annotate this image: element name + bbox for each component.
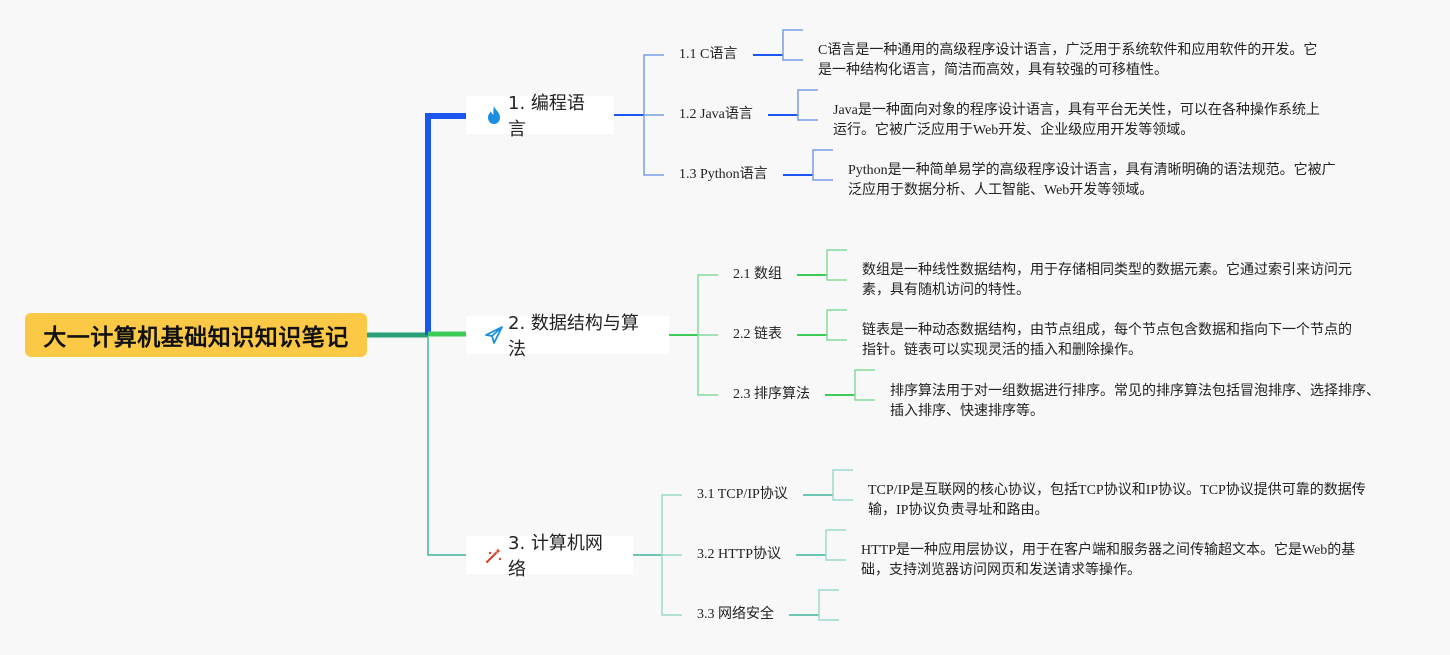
note-line: 泛应用于数据分析、人工智能、Web开发等领域。: [848, 183, 1154, 198]
topic-node-programming-languages[interactable]: 1. 编程语言: [466, 93, 614, 140]
note-text: C语言是一种通用的高级程序设计语言，广泛用于系统软件和应用软件的开发。它 是一种…: [818, 41, 1317, 81]
note-text: TCP/IP是互联网的核心协议，包括TCP协议和IP协议。TCP协议提供可靠的数…: [868, 481, 1366, 521]
subtopic-node[interactable]: 2.1 数组: [733, 265, 782, 285]
subtopic-node[interactable]: 2.2 链表: [733, 325, 782, 345]
subtree-lines-topic-2: [669, 249, 875, 401]
subtopic-node[interactable]: 1.2 Java语言: [679, 105, 753, 125]
topic-label: 3. 计算机网络: [508, 533, 603, 580]
note-line: 运行。它被广泛应用于Web开发、企业级应用开发等领域。: [833, 123, 1195, 138]
subtopic-label: 1.2 Java语言: [679, 107, 753, 122]
note-line: C语言是一种通用的高级程序设计语言，广泛用于系统软件和应用软件的开发。它: [818, 43, 1318, 58]
magic-wand-icon: [484, 545, 504, 565]
note-line: 础，支持浏览器访问网页和发送请求等操作。: [861, 563, 1141, 578]
subtopic-node[interactable]: 1.1 C语言: [679, 45, 737, 65]
subtopic-node[interactable]: 3.3 网络安全: [697, 605, 774, 625]
note-line: TCP/IP是互联网的核心协议，包括TCP协议和IP协议。TCP协议提供可靠的数…: [868, 483, 1366, 498]
note-line: Python是一种简单易学的高级程序设计语言，具有清晰明确的语法规范。它被广: [848, 163, 1336, 178]
note-line: 排序算法用于对一组数据进行排序。常见的排序算法包括冒泡排序、选择排序、: [890, 384, 1380, 399]
note-text: 排序算法用于对一组数据进行排序。常见的排序算法包括冒泡排序、选择排序、 插入排序…: [890, 382, 1380, 422]
subtopic-node[interactable]: 3.1 TCP/IP协议: [697, 485, 788, 505]
note-line: 插入排序、快速排序等。: [890, 404, 1044, 419]
root-title: 大一计算机基础知识知识笔记: [43, 325, 349, 351]
note-line: 素，具有随机访问的特性。: [862, 283, 1030, 298]
subtopic-label: 3.1 TCP/IP协议: [697, 487, 788, 502]
note-line: 链表是一种动态数据结构，由节点组成，每个节点包含数据和指向下一个节点的: [862, 323, 1352, 338]
note-text: 数组是一种线性数据结构，用于存储相同类型的数据元素。它通过索引来访问元 素，具有…: [862, 261, 1352, 301]
subtree-lines-topic-1: [614, 29, 833, 181]
subtopic-label: 2.2 链表: [733, 327, 782, 342]
note-line: 输，IP协议负责寻址和路由。: [868, 503, 1049, 518]
subtree-lines-topic-3: [633, 469, 853, 621]
note-text: Python是一种简单易学的高级程序设计语言，具有清晰明确的语法规范。它被广 泛…: [848, 161, 1336, 201]
subtopic-label: 2.1 数组: [733, 267, 782, 282]
subtopic-node[interactable]: 1.3 Python语言: [679, 165, 768, 185]
note-line: 是一种结构化语言，简洁而高效，具有较强的可移植性。: [818, 63, 1168, 78]
subtopic-label: 2.3 排序算法: [733, 387, 810, 402]
topic-node-computer-networks[interactable]: 3. 计算机网络: [466, 533, 633, 580]
topic-node-data-structures[interactable]: 2. 数据结构与算法: [466, 313, 669, 360]
root-node[interactable]: 大一计算机基础知识知识笔记: [25, 313, 367, 357]
subtopic-label: 1.3 Python语言: [679, 167, 768, 182]
note-line: 数组是一种线性数据结构，用于存储相同类型的数据元素。它通过索引来访问元: [862, 263, 1352, 278]
note-line: Java是一种面向对象的程序设计语言，具有平台无关性，可以在各种操作系统上: [833, 103, 1320, 118]
note-line: HTTP是一种应用层协议，用于在客户端和服务器之间传输超文本。它是Web的基: [861, 543, 1356, 558]
subtopic-node[interactable]: 2.3 排序算法: [733, 385, 810, 405]
branch-line-topic-3: [427, 337, 466, 556]
subtopic-label: 3.2 HTTP协议: [697, 547, 781, 562]
subtopic-node[interactable]: 3.2 HTTP协议: [697, 545, 781, 565]
flame-icon: [484, 105, 504, 125]
paper-plane-icon: [484, 325, 504, 345]
note-line: 指针。链表可以实现灵活的插入和删除操作。: [862, 343, 1142, 358]
subtopic-label: 1.1 C语言: [679, 47, 738, 62]
note-text: Java是一种面向对象的程序设计语言，具有平台无关性，可以在各种操作系统上 运行…: [833, 101, 1320, 141]
note-text: HTTP是一种应用层协议，用于在客户端和服务器之间传输超文本。它是Web的基 础…: [861, 541, 1355, 581]
topic-label: 1. 编程语言: [508, 93, 585, 140]
branch-line-topic-1: [425, 113, 466, 335]
note-text: 链表是一种动态数据结构，由节点组成，每个节点包含数据和指向下一个节点的 指针。链…: [862, 321, 1352, 361]
topic-label: 2. 数据结构与算法: [508, 313, 639, 360]
subtopic-label: 3.3 网络安全: [697, 607, 774, 622]
